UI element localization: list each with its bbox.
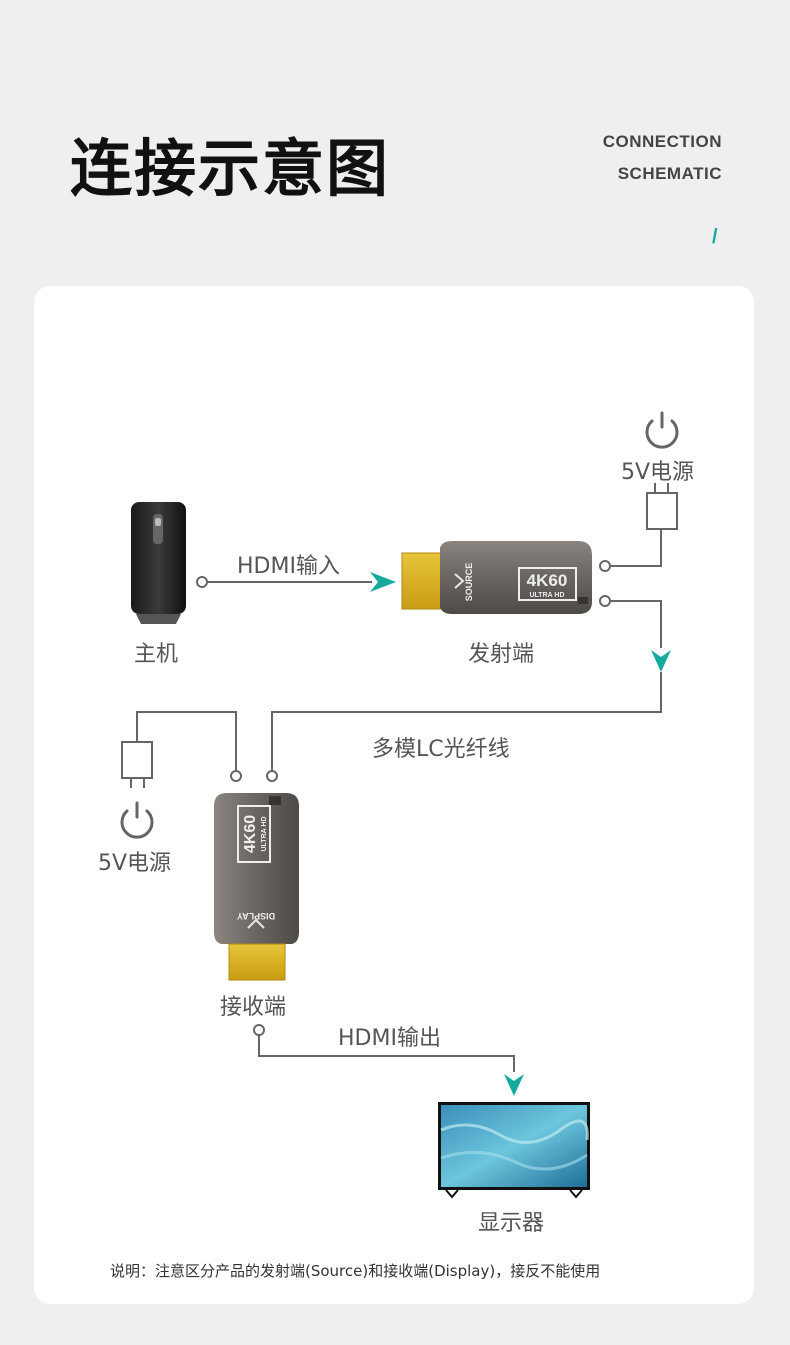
tv-display-icon: [438, 1102, 590, 1199]
arrow-down-icon: [651, 650, 671, 672]
usage-note: 说明：注意区分产品的发射端(Source)和接收端(Display)，接反不能使…: [110, 1262, 601, 1280]
label-power-top: 5V电源: [621, 460, 695, 485]
subtitle-line-1: CONNECTION: [602, 132, 722, 151]
tx-side-label: SOURCE: [464, 563, 474, 602]
plug-icon: [646, 483, 678, 530]
label-receiver: 接收端: [220, 995, 287, 1020]
label-hdmi-input: HDMI输入: [237, 554, 340, 579]
power-top-group: [599, 411, 679, 572]
rx-side-label: DISPLAY: [237, 911, 275, 921]
host-pc-icon: [131, 502, 186, 624]
diagram-card: [34, 286, 754, 1304]
label-fiber: 多模LC光纤线: [372, 737, 510, 762]
transmitter-device-icon: SOURCE 4K60 ULTRA HD: [401, 541, 592, 614]
label-hdmi-output: HDMI输出: [338, 1026, 441, 1051]
fiber-line: [266, 595, 671, 782]
power-left-group: [120, 711, 242, 839]
rx-badge-main: 4K60: [242, 815, 259, 853]
page-title: 连接示意图: [70, 132, 391, 205]
arrow-down-icon: [504, 1074, 524, 1096]
label-transmitter: 发射端: [468, 642, 535, 667]
label-display: 显示器: [478, 1211, 545, 1236]
arrow-right-icon: [370, 572, 396, 592]
receiver-device-icon: 4K60 ULTRA HD DISPLAY: [214, 793, 299, 981]
subtitle-line-2: SCHEMATIC: [617, 164, 722, 183]
english-subtitle: CONNECTION SCHEMATIC: [603, 126, 722, 190]
rx-badge-sub: ULTRA HD: [261, 817, 268, 852]
tx-badge-main: 4K60: [527, 571, 568, 590]
power-icon: [645, 411, 679, 449]
plug-icon: [121, 741, 153, 788]
hdmi-input-line: [196, 572, 396, 592]
hdmi-output-line: [253, 1024, 524, 1096]
label-power-left: 5V电源: [98, 851, 172, 876]
power-icon: [120, 801, 154, 839]
accent-slash: /: [712, 226, 718, 248]
tx-badge-sub: ULTRA HD: [530, 592, 565, 599]
label-host: 主机: [134, 642, 179, 667]
